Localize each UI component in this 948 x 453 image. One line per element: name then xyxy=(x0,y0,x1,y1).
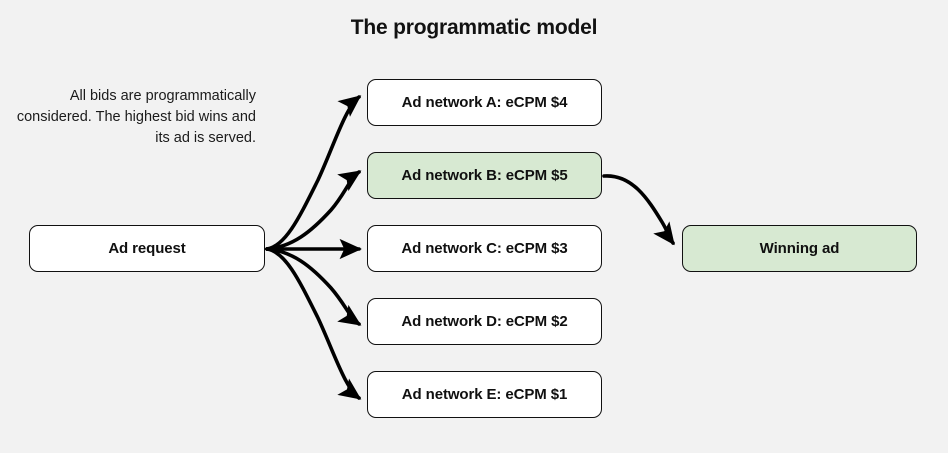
node-ad-network-e[interactable]: Ad network E: eCPM $1 xyxy=(367,371,602,418)
arrow-request-to-network-d xyxy=(265,247,362,326)
node-ad-network-a-label: Ad network A: eCPM $4 xyxy=(401,94,568,111)
node-ad-network-b-label: Ad network B: eCPM $5 xyxy=(401,167,568,184)
node-ad-network-b[interactable]: Ad network B: eCPM $5 xyxy=(367,152,602,199)
arrow-network-b-to-winning-ad xyxy=(602,174,675,246)
page-title: The programmatic model xyxy=(350,16,598,39)
node-ad-network-d[interactable]: Ad network D: eCPM $2 xyxy=(367,298,602,345)
node-ad-network-e-label: Ad network E: eCPM $1 xyxy=(401,386,568,403)
arrow-request-to-network-b xyxy=(265,170,362,251)
arrow-request-to-network-a xyxy=(265,95,362,251)
node-ad-request-label: Ad request xyxy=(108,240,186,257)
node-ad-network-a[interactable]: Ad network A: eCPM $4 xyxy=(367,79,602,126)
node-ad-request[interactable]: Ad request xyxy=(29,225,265,272)
node-ad-network-d-label: Ad network D: eCPM $2 xyxy=(401,313,568,330)
arrow-request-to-network-e xyxy=(265,247,362,400)
node-winning-ad-label: Winning ad xyxy=(759,240,840,257)
node-ad-network-c[interactable]: Ad network C: eCPM $3 xyxy=(367,225,602,272)
node-ad-network-c-label: Ad network C: eCPM $3 xyxy=(401,240,568,257)
node-winning-ad[interactable]: Winning ad xyxy=(682,225,917,272)
description-text: All bids are programmatically considered… xyxy=(16,88,256,146)
